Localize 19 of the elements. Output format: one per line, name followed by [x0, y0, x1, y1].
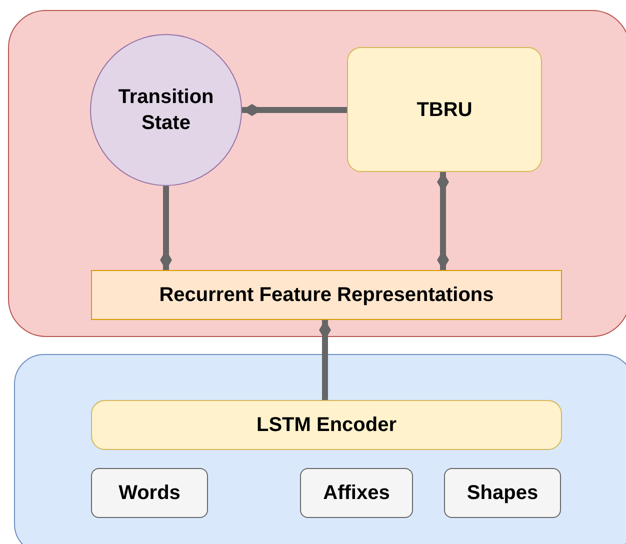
group-panel: [14, 354, 626, 544]
input-box: [300, 468, 413, 518]
input-box: [91, 468, 208, 518]
node-label: Shapes: [466, 481, 538, 506]
node-label: Recurrent Feature Representations: [159, 283, 494, 308]
node-label: Affixes: [323, 481, 390, 506]
process-box: [91, 270, 562, 320]
input-box: [444, 468, 561, 518]
node-label: LSTM Encoder: [256, 413, 396, 438]
node-label: TBRU: [416, 98, 472, 122]
connector: [160, 186, 172, 270]
node-label: Transition State: [117, 85, 215, 136]
connector: [319, 320, 331, 400]
connector: [242, 104, 347, 116]
process-box: [347, 47, 542, 172]
node-label: Words: [118, 481, 180, 506]
connector: [437, 172, 449, 270]
group-panel: [8, 10, 626, 337]
process-box: [91, 400, 562, 450]
